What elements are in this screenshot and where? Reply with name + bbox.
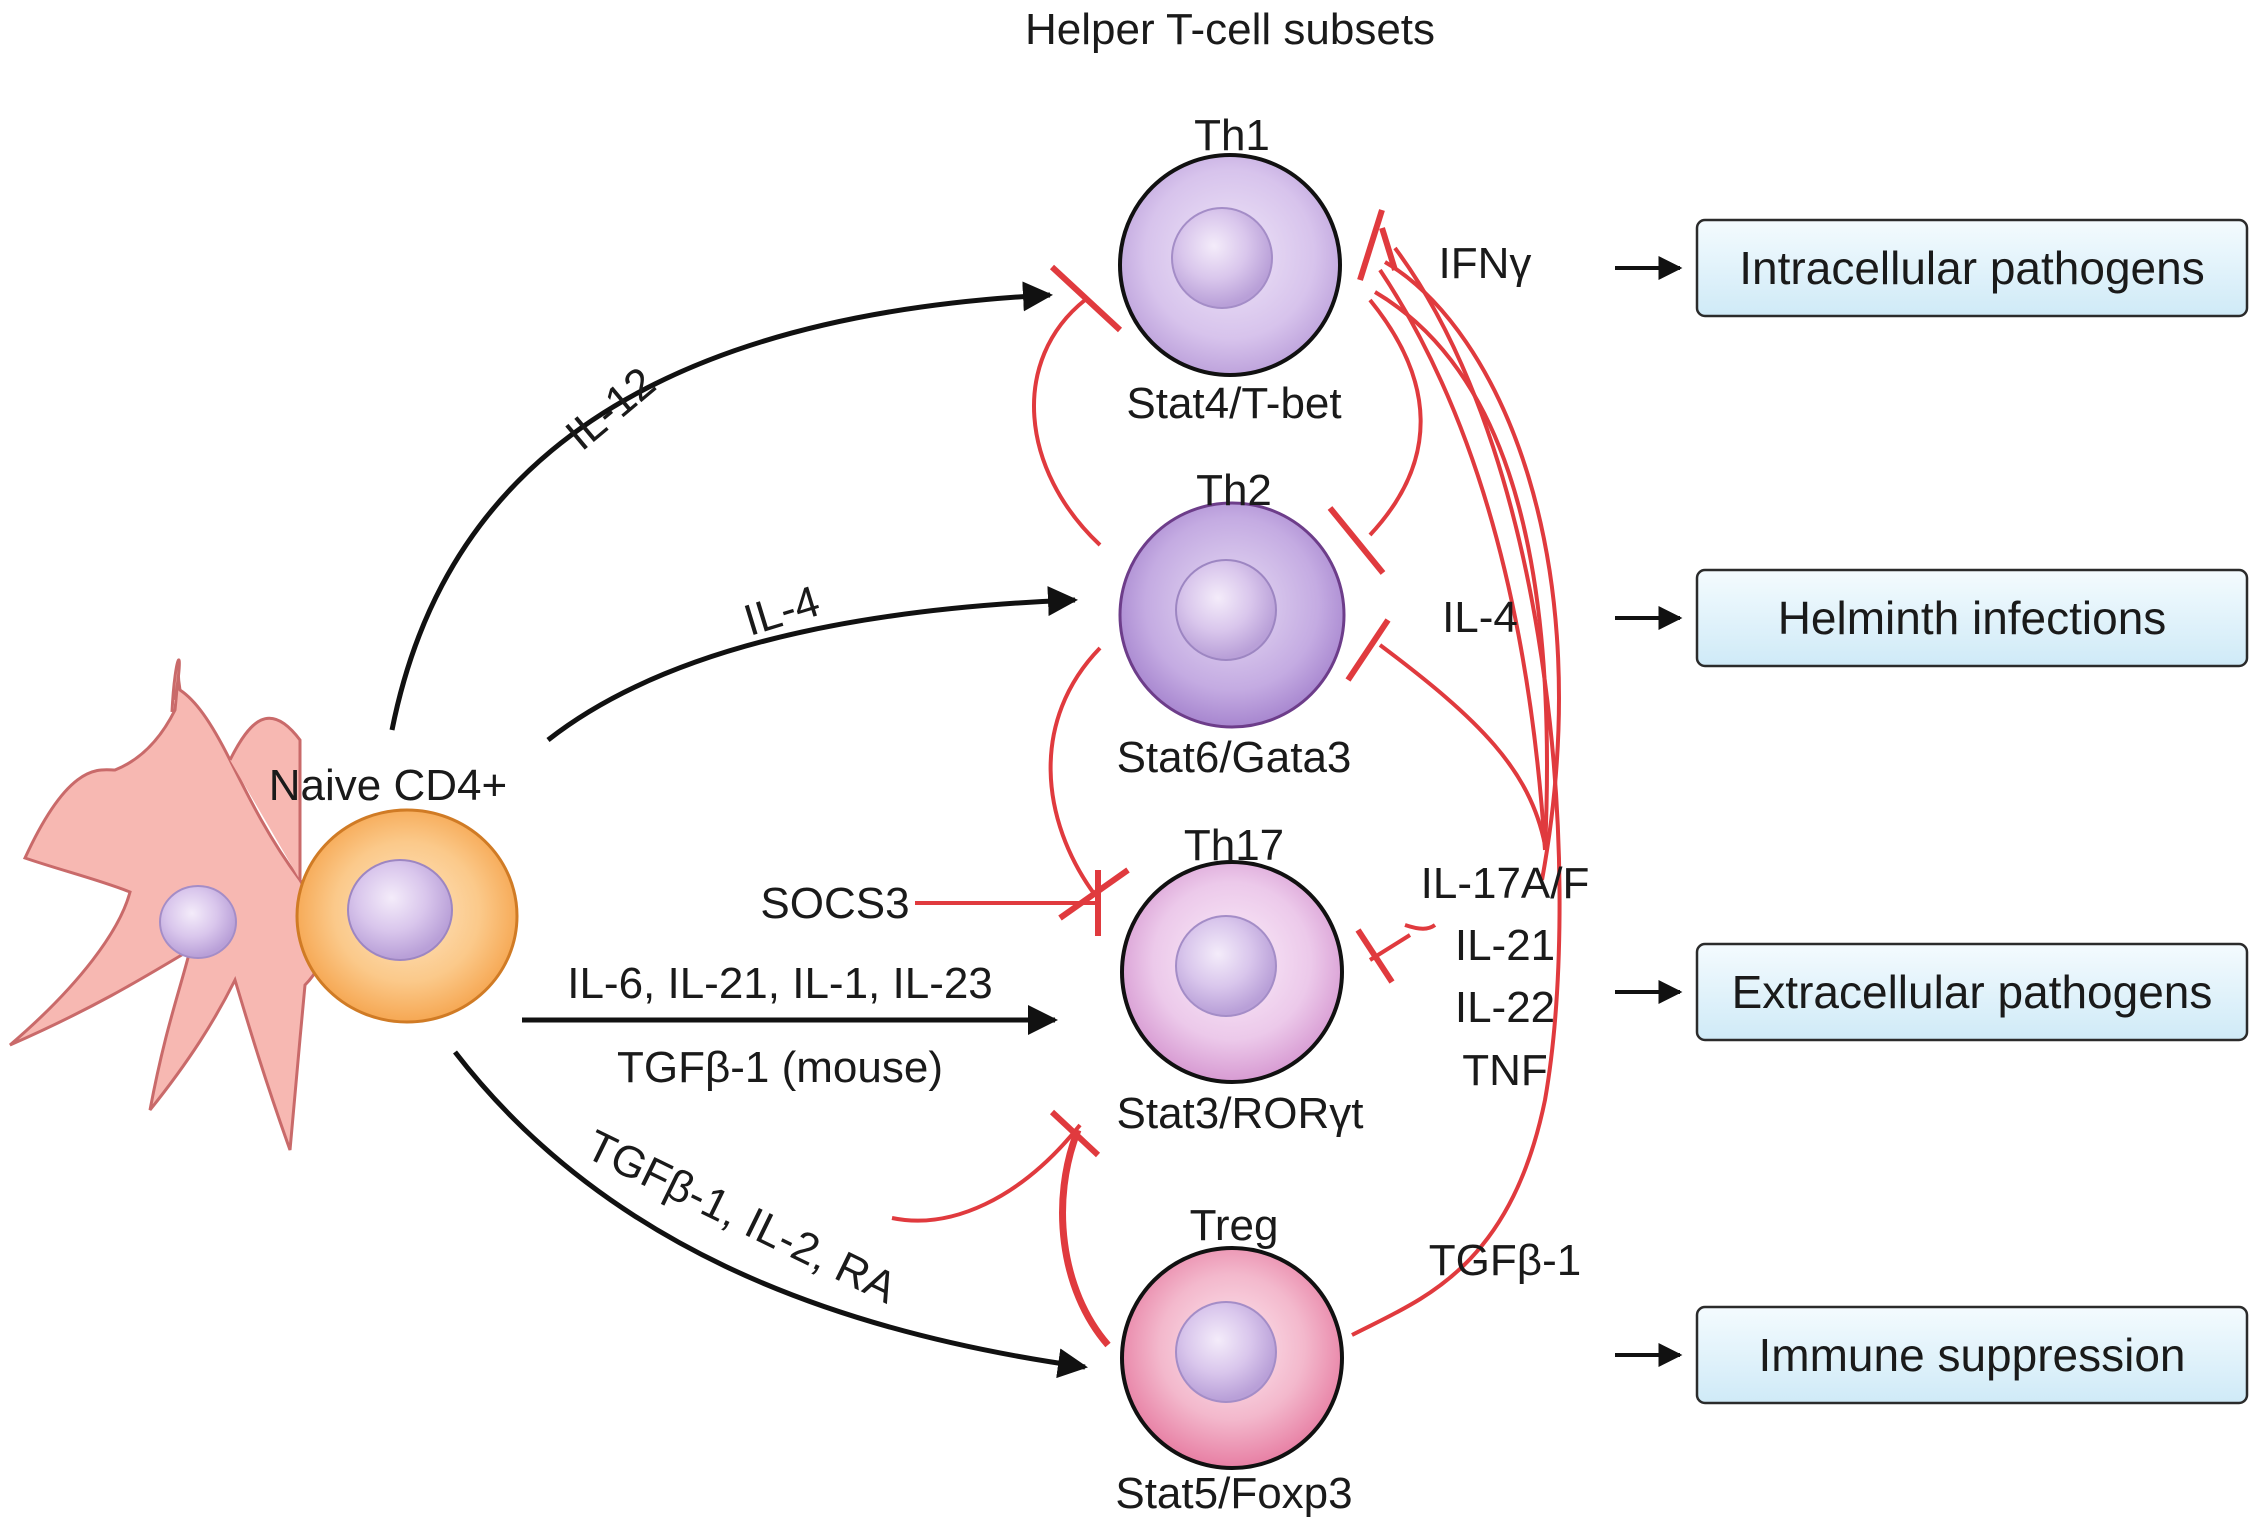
naive-cd4-cell — [295, 808, 519, 1024]
inducer-il4: IL-4 — [738, 577, 825, 646]
inhibition-lines — [891, 209, 1562, 1348]
outcome-box-suppression: Immune suppression — [1695, 1305, 2249, 1405]
th17-cell — [1120, 860, 1344, 1084]
th1-cell — [1118, 153, 1342, 377]
treg-cell — [1120, 1246, 1344, 1470]
outcome-helminth: Helminth infections — [1778, 592, 2167, 644]
outcome-box-extracellular: Extracellular pathogens — [1695, 942, 2249, 1042]
treg-factor: Stat5/Foxp3 — [1115, 1469, 1352, 1518]
outcome-box-intracellular: Intracellular pathogens — [1695, 218, 2249, 318]
ifng-loop — [1373, 290, 1549, 851]
cytokine-il21: IL-21 — [1455, 921, 1555, 970]
cytokine-ifng: IFNγ — [1439, 239, 1532, 288]
arrow-il12 — [389, 281, 1053, 731]
tgfb-loop — [1351, 246, 1562, 1337]
naive-cd4-label: Naive CD4+ — [269, 761, 507, 810]
inhibit-th2-th1 — [1032, 298, 1102, 547]
outcome-extracellular: Extracellular pathogens — [1732, 966, 2213, 1018]
activation-arrows — [389, 281, 1088, 1379]
inhibit-th1-th2 — [1368, 298, 1423, 537]
outcome-suppression: Immune suppression — [1759, 1329, 2186, 1381]
dendritic-cell — [9, 658, 325, 1151]
cytokine-il17af: IL-17A/F — [1421, 859, 1590, 908]
diagram-title: Helper T-cell subsets — [1025, 5, 1435, 54]
th17-name: Th17 — [1184, 821, 1284, 870]
th1-name: Th1 — [1194, 111, 1270, 160]
ifng-to-il17 — [1383, 260, 1561, 881]
inducer-th17-line2: TGFβ-1 (mouse) — [617, 1043, 943, 1092]
inducer-il12: IL-12 — [557, 358, 665, 460]
inhibit-th2-th17 — [1048, 646, 1102, 897]
cytokine-il4: IL-4 — [1442, 593, 1518, 642]
treg-name: Treg — [1190, 1201, 1279, 1250]
arrow-treg-inducers — [453, 1050, 1088, 1379]
inducer-socs3: SOCS3 — [760, 879, 909, 928]
th2-name: Th2 — [1196, 466, 1272, 515]
arrow-il4 — [546, 586, 1078, 742]
cytokine-tnf: TNF — [1462, 1046, 1548, 1095]
il17-self — [1404, 923, 1437, 931]
inducer-treg: TGFβ-1, IL-2, RA — [579, 1121, 905, 1314]
th2-factor: Stat6/Gata3 — [1117, 733, 1352, 782]
inducer-th17-line1: IL-6, IL-21, IL-1, IL-23 — [567, 959, 993, 1008]
inhibit-treg-th17-thick — [1059, 1128, 1111, 1348]
outcome-arrows — [1615, 256, 1683, 1367]
cytokine-tgfb1: TGFβ-1 — [1429, 1236, 1581, 1285]
th2-cell — [1118, 501, 1346, 729]
outcome-intracellular: Intracellular pathogens — [1739, 242, 2204, 294]
th1-factor: Stat4/T-bet — [1126, 379, 1341, 428]
il4-to-th17 — [1378, 643, 1547, 846]
th17-factor: Stat3/RORγt — [1117, 1089, 1364, 1138]
cytokine-il22: IL-22 — [1455, 983, 1555, 1032]
inhibit-treg-th17-thin — [891, 1123, 1082, 1223]
outcome-box-helminth: Helminth infections — [1695, 568, 2249, 668]
